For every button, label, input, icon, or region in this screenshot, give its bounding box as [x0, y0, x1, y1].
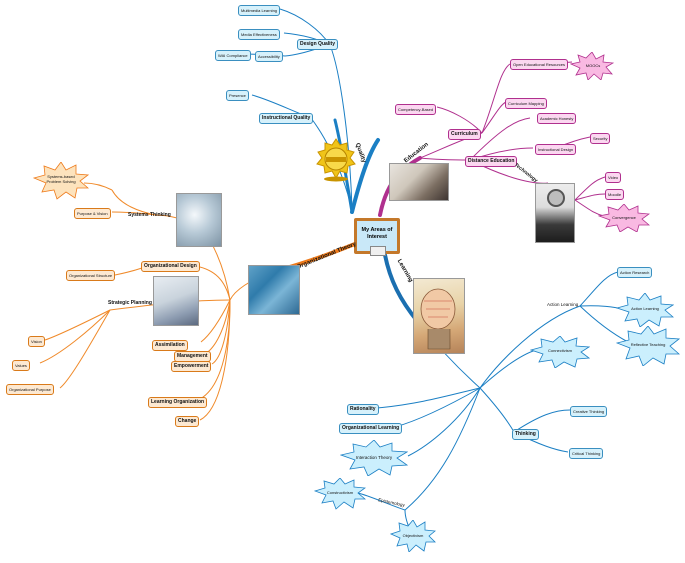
node-curriculum[interactable]: Curriculum	[448, 129, 481, 140]
central-topic-title: My Areas of Interest	[361, 227, 393, 240]
star-convergence[interactable]	[598, 204, 650, 232]
star-connectivism[interactable]	[530, 336, 590, 368]
star-objectivism-label: Objectivism	[402, 533, 424, 538]
label-systems-thinking[interactable]: Systems Thinking	[128, 212, 171, 218]
node-distance-education[interactable]: Distance Education	[465, 156, 518, 167]
star-objectivism[interactable]	[390, 520, 436, 552]
star-action-learning-label: Action Learning	[631, 306, 659, 311]
label-strategic-planning[interactable]: Strategic Planning	[108, 300, 152, 306]
node-assimilation[interactable]: Assimilation	[152, 340, 188, 351]
classroom-photo	[389, 163, 449, 201]
star-moocs-label: MOOCs	[585, 63, 601, 68]
star-connectivism-label: Connectivism	[547, 348, 572, 353]
head-silhouette-icon	[420, 288, 456, 350]
star-interaction-theory-label: Interaction Theory	[355, 455, 393, 460]
planning-hands-photo	[153, 276, 199, 326]
node-design-quality[interactable]: Design Quality	[297, 39, 339, 50]
star-constructivism-label: Constructivism	[326, 490, 354, 495]
node-organizational-learning[interactable]: Organizational Learning	[339, 423, 403, 434]
node-moodle[interactable]: Moodle	[605, 189, 625, 200]
star-reflective-teaching[interactable]	[616, 326, 680, 366]
node-rationality[interactable]: Rationality	[347, 404, 379, 415]
node-presence[interactable]: Presence	[226, 90, 249, 101]
abstract-blue-photo	[248, 265, 300, 315]
webcam-photo	[535, 183, 575, 243]
node-creative-thinking[interactable]: Creative Thinking	[570, 406, 608, 417]
webcam-icon	[547, 189, 565, 207]
star-systems-based-label: Systems-based Problem Solving	[46, 174, 76, 184]
node-academic-honesty[interactable]: Academic Honesty	[537, 113, 577, 124]
node-organizational-design[interactable]: Organizational Design	[141, 261, 200, 272]
node-accessibility[interactable]: Accessibility	[255, 51, 283, 62]
label-action-learning[interactable]: Action Learning	[547, 302, 579, 307]
node-vision[interactable]: Vision	[28, 336, 45, 347]
node-wai-compliance[interactable]: WAI Compliance	[215, 50, 251, 61]
central-topic[interactable]: My Areas of Interest	[354, 218, 400, 254]
node-competency-based[interactable]: Competency-Based	[395, 104, 437, 115]
node-change[interactable]: Change	[175, 416, 200, 427]
node-empowerment[interactable]: Empowerment	[171, 361, 212, 372]
node-organizational-purpose[interactable]: Organizational Purpose	[6, 384, 54, 395]
node-action-research[interactable]: Action Research	[617, 267, 653, 278]
quality-medal-icon	[316, 138, 356, 182]
gears-photo	[176, 193, 222, 247]
node-multimedia-learning[interactable]: Multimedia Learning	[238, 5, 281, 16]
node-learning-organization[interactable]: Learning Organization	[148, 397, 208, 408]
node-open-educational-resources[interactable]: Open Educational Resources	[510, 59, 569, 70]
node-video[interactable]: Video	[605, 172, 622, 183]
node-purpose-vision[interactable]: Purpose & Vision	[74, 208, 111, 219]
node-organizational-structure[interactable]: Organizational Structure	[66, 270, 116, 281]
central-photo	[370, 246, 386, 256]
star-reflective-teaching-label: Reflective Teaching	[630, 342, 666, 347]
phrenology-head-photo	[413, 278, 465, 354]
node-instructional-quality[interactable]: Instructional Quality	[259, 113, 314, 124]
star-systems-based-problem-solving[interactable]	[33, 162, 89, 200]
node-critical-thinking[interactable]: Critical Thinking	[569, 448, 604, 459]
node-curriculum-mapping[interactable]: Curriculum Mapping	[505, 98, 547, 109]
star-moocs[interactable]	[570, 52, 614, 80]
star-constructivism[interactable]	[314, 478, 366, 510]
node-media-effectiveness[interactable]: Media Effectiveness	[238, 29, 280, 40]
node-security[interactable]: Security	[590, 133, 611, 144]
node-instructional-design[interactable]: Instructional Design	[535, 144, 577, 155]
node-thinking[interactable]: Thinking	[512, 429, 539, 440]
node-values[interactable]: Values	[12, 360, 30, 371]
star-interaction-theory[interactable]	[340, 440, 408, 476]
star-convergence-label: Convergence	[612, 215, 636, 220]
star-action-learning[interactable]	[616, 293, 674, 327]
